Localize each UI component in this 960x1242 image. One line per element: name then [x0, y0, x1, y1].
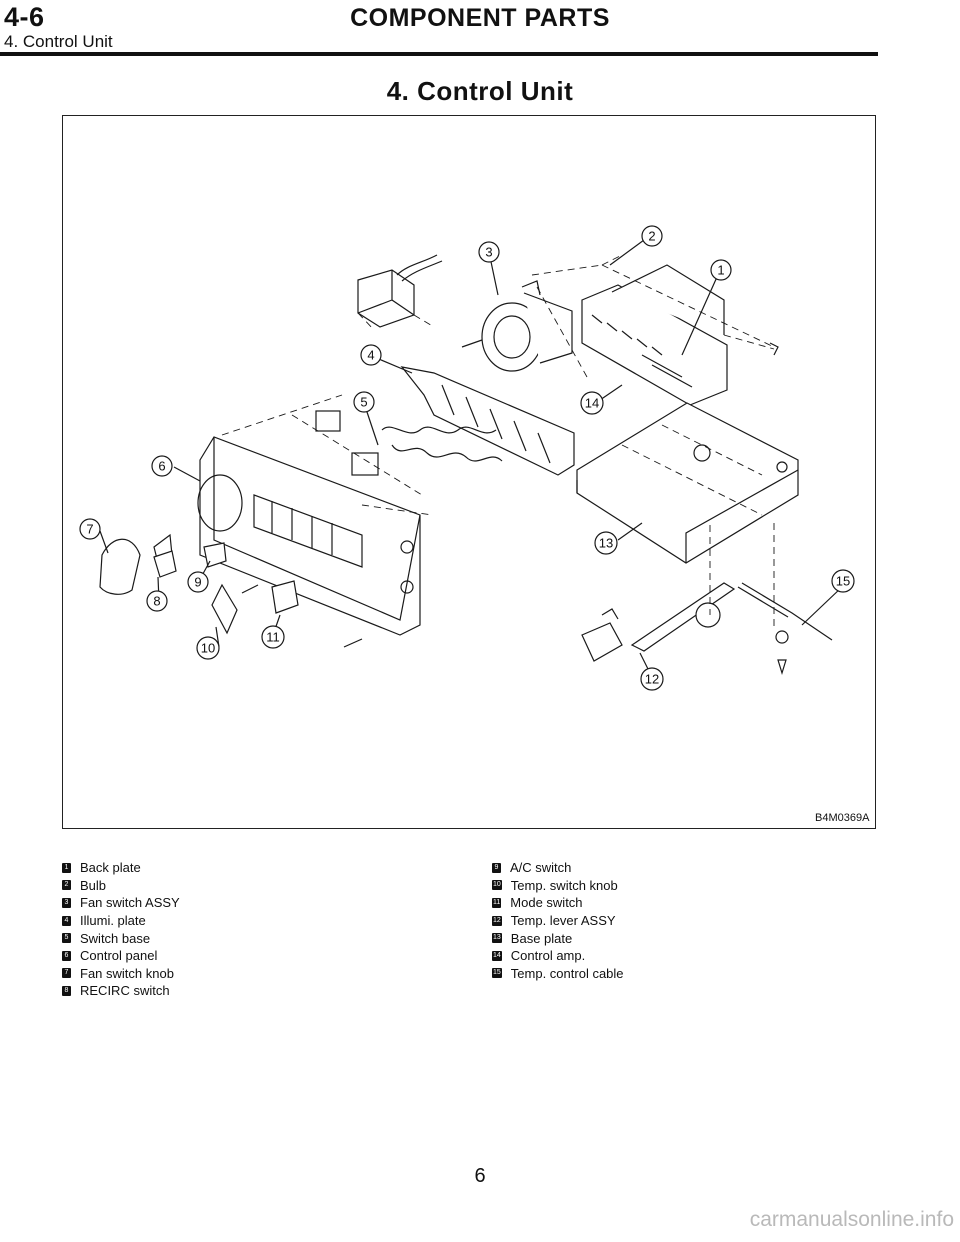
callout-3-label: 3 [485, 245, 492, 260]
legend-number-badge: 13 [492, 933, 502, 944]
exploded-view-diagram: 1 2 3 4 5 6 7 8 9 10 11 12 13 14 15 [79, 225, 855, 691]
legend-item: 10 Temp. switch knob [492, 877, 624, 895]
callout-9 [187, 571, 209, 593]
callout-13 [594, 531, 618, 555]
callout-4-label: 4 [367, 348, 374, 363]
legend-label: Fan switch ASSY [80, 895, 180, 911]
legend-label: Fan switch knob [80, 965, 174, 981]
callout-9-label: 9 [194, 575, 201, 590]
legend-number-badge: 8 [62, 985, 71, 996]
legend-number-badge: 15 [492, 968, 502, 979]
connector-drawing [357, 254, 443, 331]
base-plate-drawing [576, 402, 799, 564]
legend-label: Temp. control cable [510, 965, 624, 981]
legend-item: 2 Bulb [62, 877, 180, 895]
callouts: 1 2 3 4 5 6 7 8 9 10 11 12 13 14 15 [79, 225, 855, 691]
legend-label: Base plate [510, 930, 573, 946]
callout-7-label: 7 [86, 522, 93, 537]
figure-code: B4M0369A [815, 812, 870, 824]
callout-6 [151, 455, 173, 477]
legend-label: Temp. lever ASSY [510, 913, 616, 929]
callout-10 [196, 636, 220, 660]
callout-7 [79, 518, 101, 540]
callout-15-label: 15 [836, 574, 850, 589]
callout-8 [146, 590, 168, 612]
legend-label: RECIRC switch [80, 983, 170, 999]
legend-number-badge: 7 [62, 968, 71, 979]
callout-3 [478, 241, 500, 263]
watermark: carmanualsonline.info [749, 1208, 954, 1231]
legend-item: 12 Temp. lever ASSY [492, 912, 624, 930]
legend-number-badge: 10 [492, 880, 502, 891]
callout-4 [360, 344, 382, 366]
legend-label: Control amp. [510, 948, 586, 964]
legend-item: 14 Control amp. [492, 947, 624, 965]
page-number: 6 [474, 1165, 486, 1187]
legend-item: 9 A/C switch [492, 859, 624, 877]
callout-10-label: 10 [201, 641, 215, 656]
callout-14-label: 14 [585, 396, 599, 411]
legend-number-badge: 2 [62, 880, 71, 891]
legend-number-badge: 12 [492, 915, 502, 926]
legend-item: 1 Back plate [62, 859, 180, 877]
legend-right-column: 9 A/C switch 10 Temp. switch knob 11 Mode s… [492, 859, 624, 982]
illumi-plate-drawing [400, 366, 575, 476]
legend-number-badge: 1 [62, 862, 71, 873]
control-panel-drawing [197, 394, 433, 636]
page-heading: 4. Control Unit [386, 76, 574, 106]
legend-item: 7 Fan switch knob [62, 965, 180, 983]
figure-frame [62, 115, 876, 829]
callout-5-label: 5 [360, 395, 367, 410]
legend-label: Back plate [80, 860, 141, 876]
legend-item: 5 Switch base [62, 929, 180, 947]
callout-12-label: 12 [645, 672, 659, 687]
legend-number-badge: 5 [62, 933, 71, 944]
legend-item: 11 Mode switch [492, 894, 624, 912]
callout-15 [831, 569, 855, 593]
callout-14 [580, 391, 604, 415]
legend-label: Switch base [80, 930, 151, 946]
fan-switch-drawing [461, 264, 603, 378]
legend-label: A/C switch [510, 860, 572, 876]
legend-item: 8 RECIRC switch [62, 982, 180, 1000]
legend-item: 4 Illumi. plate [62, 912, 180, 930]
legend-item: 3 Fan switch ASSY [62, 894, 180, 912]
callout-8-label: 8 [153, 594, 160, 609]
legend-number-badge: 9 [492, 862, 501, 873]
callout-6-label: 6 [158, 459, 165, 474]
callout-2-label: 2 [648, 229, 655, 244]
header-rule [0, 52, 878, 56]
switch-base-drawing [315, 410, 503, 476]
callout-5 [353, 391, 375, 413]
legend-left-column: 1 Back plate 2 Bulb 3 Fan switch ASSY 4 Illu… [62, 859, 180, 1000]
callout-13-label: 13 [599, 536, 613, 551]
legend-label: Illumi. plate [80, 913, 146, 929]
section-title: COMPONENT PARTS [350, 4, 610, 32]
legend-label: Control panel [80, 948, 158, 964]
callout-1-label: 1 [717, 263, 724, 278]
callout-11 [261, 625, 285, 649]
callout-12 [640, 667, 664, 691]
section-number: 4-6 [4, 2, 45, 32]
legend-number-badge: 6 [62, 950, 71, 961]
callout-2 [641, 225, 663, 247]
legend-label: Temp. switch knob [510, 877, 618, 893]
subsection-title: 4. Control Unit [4, 32, 113, 51]
back-plate-drawing [581, 254, 779, 406]
temp-lever-drawing [581, 523, 833, 676]
legend-number-badge: 11 [492, 897, 502, 908]
legend-number-badge: 14 [492, 950, 502, 961]
legend-number-badge: 4 [62, 915, 71, 926]
legend-item: 15 Temp. control cable [492, 965, 624, 983]
callout-1 [710, 259, 732, 281]
legend-item: 6 Control panel [62, 947, 180, 965]
legend-label: Mode switch [510, 895, 583, 911]
legend-number-badge: 3 [62, 897, 71, 908]
callout-11-label: 11 [266, 630, 280, 645]
legend-label: Bulb [80, 877, 107, 893]
legend-item: 13 Base plate [492, 929, 624, 947]
